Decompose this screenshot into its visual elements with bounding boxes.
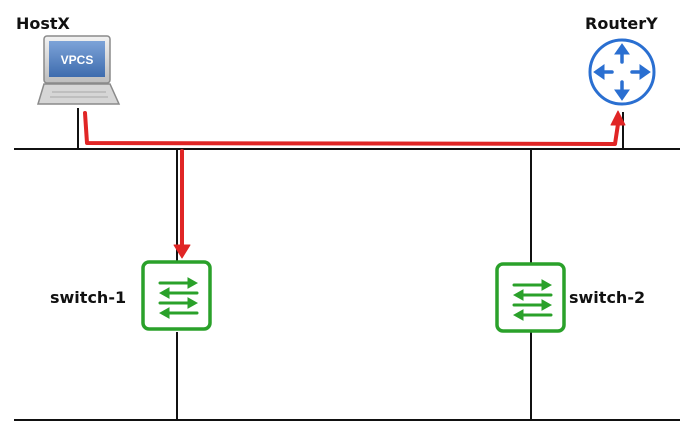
path-host-to-router bbox=[83, 111, 620, 146]
host-label: HostX bbox=[16, 14, 71, 33]
router-icon bbox=[588, 38, 656, 106]
switch1-label: switch-1 bbox=[50, 288, 126, 307]
switch-icon bbox=[141, 260, 212, 331]
host-node[interactable]: VPCS HostX bbox=[16, 14, 121, 105]
vpcs-screen-text: VPCS bbox=[61, 53, 94, 67]
switch1-node[interactable]: switch-1 bbox=[50, 260, 212, 331]
switch2-label: switch-2 bbox=[569, 288, 645, 307]
path-arrowhead-router bbox=[610, 110, 626, 126]
router-node[interactable]: RouterY bbox=[585, 14, 658, 106]
switch2-node[interactable]: switch-2 bbox=[495, 262, 645, 333]
traffic-path bbox=[83, 110, 626, 259]
router-label: RouterY bbox=[585, 14, 658, 33]
path-arrowhead-switch1 bbox=[173, 244, 191, 259]
vpcs-laptop-icon: VPCS bbox=[36, 35, 121, 105]
switch-icon bbox=[495, 262, 566, 333]
